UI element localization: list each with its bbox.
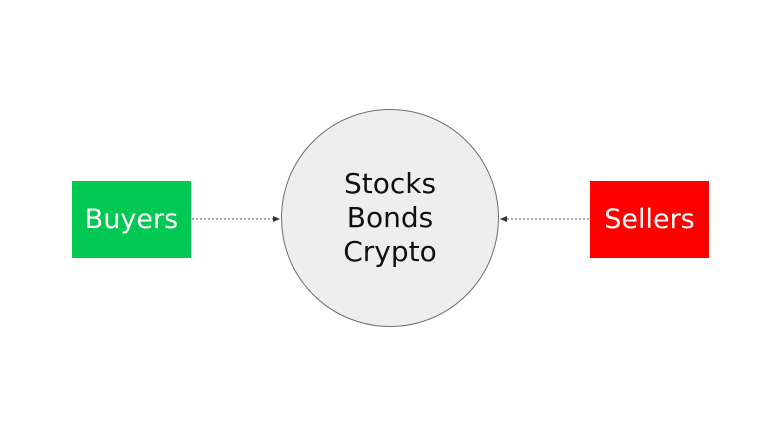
market-item-bonds: Bonds [346, 201, 434, 234]
market-item-crypto: Crypto [343, 235, 437, 268]
buyers-label: Buyers [84, 204, 179, 235]
market-item-stocks: Stocks [343, 167, 437, 200]
sellers-box: Sellers [590, 181, 709, 258]
market-circle: Stocks Bonds Crypto [281, 109, 499, 327]
buyers-box: Buyers [72, 181, 191, 258]
sellers-label: Sellers [604, 204, 695, 235]
